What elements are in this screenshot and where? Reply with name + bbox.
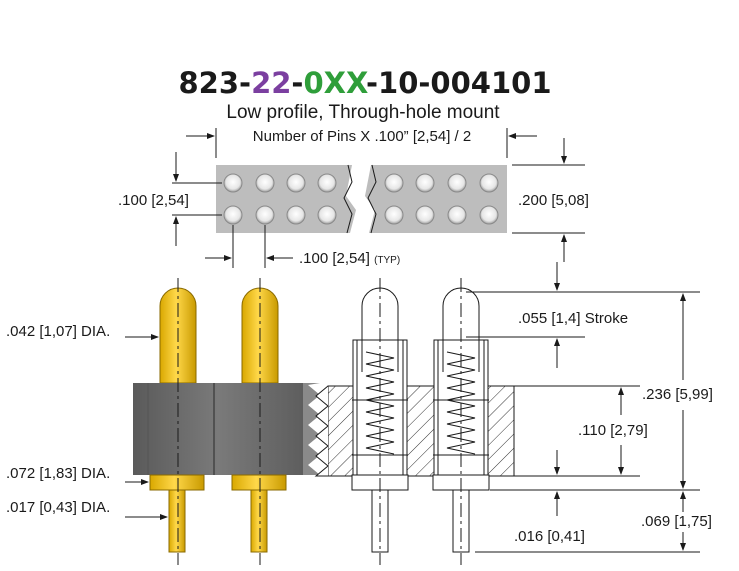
sectioned-connector	[314, 278, 515, 565]
tip-diameter-label: .042 [1,07] DIA.	[6, 323, 110, 340]
tail-diameter-label: .017 [0,43] DIA.	[6, 499, 110, 516]
part-number-seg5: -10-004101	[366, 66, 552, 100]
standoff-label: .016 [0,41]	[514, 528, 585, 545]
left-leaders	[125, 334, 168, 520]
part-number-seg4: 0XX	[303, 66, 368, 100]
collar-diameter-label: .072 [1,83] DIA.	[6, 465, 110, 482]
part-number-title: 823-22-0XX-10-004101	[178, 66, 551, 100]
part-number-seg3: -	[291, 66, 303, 100]
length-label: Number of Pins X .100” [2,54] / 2	[253, 128, 471, 145]
pin-holes	[223, 173, 499, 225]
tail-length-label: .069 [1,75]	[641, 513, 712, 530]
body-height-label: .110 [2,79]	[578, 422, 648, 439]
width-label: .200 [5,08]	[518, 192, 589, 209]
overall-height-label: .236 [5,99]	[642, 386, 713, 403]
right-dimensions	[466, 262, 700, 553]
pitch-label: .100 [2,54]	[118, 192, 189, 209]
solid-connector	[133, 278, 320, 565]
part-number-seg1: 823-	[178, 66, 251, 100]
length-dimension	[186, 128, 537, 158]
pitch-dimension	[172, 152, 222, 246]
part-number-seg2: 22	[251, 66, 291, 100]
subtitle: Low profile, Through-hole mount	[226, 102, 500, 123]
typ-pitch-dimension	[205, 225, 293, 268]
typ-pitch-label: .100 [2,54] (TYP)	[299, 250, 400, 267]
width-dimension	[512, 138, 585, 262]
stroke-label: .055 [1,4] Stroke	[518, 310, 628, 327]
